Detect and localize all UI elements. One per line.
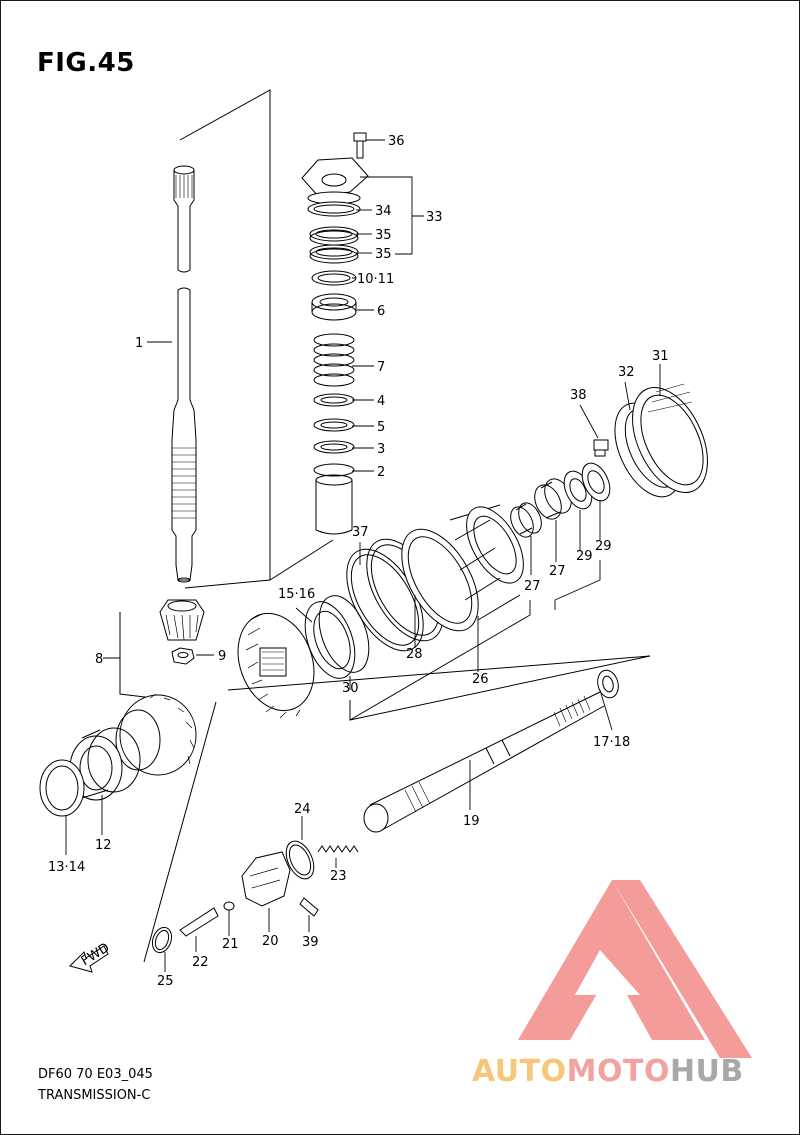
callout-19: 19 [463, 814, 480, 829]
callout-27b: 27 [549, 564, 566, 579]
shim-part-10-11 [311, 270, 357, 286]
ring-nut-part-31 [632, 383, 708, 494]
callout-4: 4 [377, 394, 385, 409]
shim-part-13-14 [39, 759, 85, 817]
callout-21: 21 [222, 937, 239, 952]
watermark-brand: AUTOMOTOHUB [472, 1054, 744, 1089]
bevel-gear-part-30 [237, 612, 315, 719]
pin-part-21 [223, 901, 235, 911]
callout-labels: 1 36 34 33 35 35 10·11 6 7 4 5 3 2 37 38… [48, 134, 669, 989]
watermark-part-hub: HUB [669, 1054, 744, 1089]
leader-sleeve [269, 539, 334, 581]
figure-title: FIG.45 [37, 48, 135, 78]
callout-23: 23 [330, 869, 347, 884]
callout-28: 28 [406, 647, 423, 662]
spring-part-7 [313, 333, 355, 387]
clip-part-25 [151, 926, 173, 954]
callout-3: 3 [377, 442, 385, 457]
sleeve-part-2 [313, 463, 355, 535]
watermark-logo [518, 880, 752, 1058]
callout-37: 37 [352, 525, 369, 540]
ring-part-24 [285, 840, 315, 880]
housing-part-33 [301, 157, 369, 205]
fwd-arrow-icon [69, 945, 109, 973]
callout-32: 32 [618, 365, 635, 380]
clutch-dog-part-20 [241, 851, 291, 907]
callout-35a: 35 [375, 228, 392, 243]
callout-24: 24 [294, 802, 311, 817]
callout-31: 31 [652, 349, 669, 364]
washer-part-3 [313, 440, 355, 454]
callout-29b: 29 [595, 539, 612, 554]
key-part-38 [593, 439, 609, 457]
seal-part-34 [307, 201, 361, 217]
push-rod-part-22 [179, 907, 219, 937]
callout-1: 1 [135, 336, 143, 351]
callout-2: 2 [377, 465, 385, 480]
callout-25: 25 [157, 974, 174, 989]
callout-9: 9 [218, 649, 226, 664]
callout-39: 39 [302, 935, 319, 950]
bearing-part-6 [311, 293, 357, 321]
leader-lines [65, 139, 661, 972]
callout-30: 30 [342, 681, 359, 696]
callout-6: 6 [377, 304, 385, 319]
pinion-gear-part-8a [159, 599, 205, 641]
callout-15-16: 15·16 [278, 587, 315, 602]
nut-part-9 [171, 647, 195, 665]
forward-gear-part-8b [115, 693, 197, 776]
callout-27a: 27 [524, 579, 541, 594]
shim-part-17-18 [597, 669, 619, 699]
callout-5: 5 [377, 420, 385, 435]
callout-34: 34 [375, 204, 392, 219]
leader-lower-left [143, 701, 217, 963]
callout-22: 22 [192, 955, 209, 970]
callout-17-18: 17·18 [593, 735, 630, 750]
propeller-shaft-part-19 [363, 691, 605, 833]
callout-26: 26 [472, 672, 489, 687]
seal-part-35a [309, 226, 359, 246]
washer-part-4 [313, 393, 355, 407]
seal-part-35b [309, 244, 359, 264]
footer-code: DF60 70 E03_045 [38, 1067, 153, 1082]
callout-33: 33 [426, 210, 443, 225]
footer-section-title: TRANSMISSION-C [38, 1088, 151, 1103]
bolt-part-36 [353, 132, 367, 159]
callout-35b: 35 [375, 247, 392, 262]
callout-38: 38 [570, 388, 587, 403]
watermark-part-auto: AUTO [472, 1054, 567, 1089]
bevel-gear-part-15-16 [304, 595, 370, 679]
bearing-housing-part-26 [401, 504, 524, 632]
leader-bracket-shaft [179, 89, 271, 589]
callout-12: 12 [95, 838, 112, 853]
needle-bearing-part-27a [510, 502, 542, 538]
spring-part-23 [317, 845, 359, 853]
watermark-part-moto: MOTO [566, 1054, 670, 1089]
callout-36: 36 [388, 134, 405, 149]
callout-10-11: 10·11 [357, 272, 394, 287]
washer-part-5 [313, 418, 355, 432]
callout-20: 20 [262, 934, 279, 949]
leader-bracket-8 [119, 612, 171, 701]
callout-8: 8 [95, 652, 103, 667]
pin-part-39 [299, 897, 319, 917]
callout-29a: 29 [576, 549, 593, 564]
drive-shaft-part-1 [171, 165, 197, 583]
fwd-label: FWD [79, 940, 113, 969]
callout-7: 7 [377, 360, 385, 375]
callout-13-14: 13·14 [48, 860, 85, 875]
seal-part-29b [581, 462, 611, 502]
leader-assembly-lines [227, 655, 651, 721]
